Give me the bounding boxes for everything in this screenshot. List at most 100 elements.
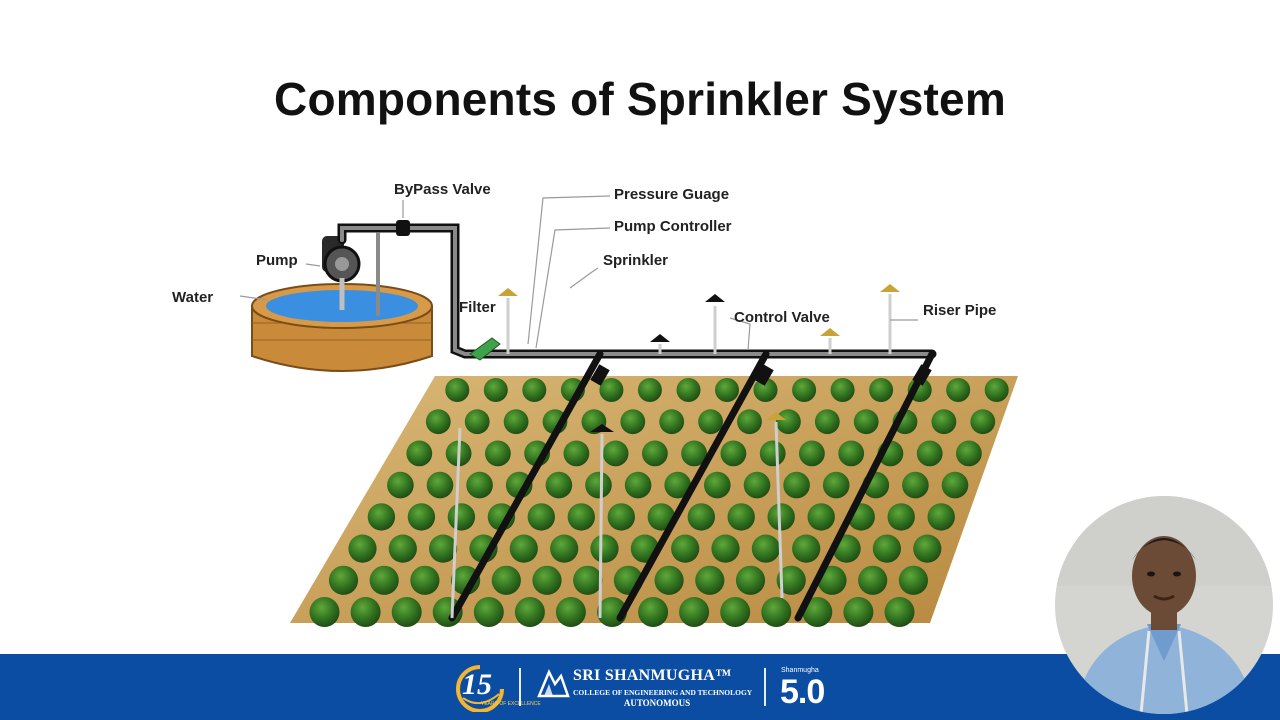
plant-bush: [350, 597, 381, 627]
plant-bush: [679, 597, 710, 627]
plant-bush: [573, 565, 603, 595]
pump: [322, 236, 361, 310]
plant-bush: [970, 409, 996, 435]
plant-bush: [984, 378, 1009, 402]
plant-bush: [792, 378, 817, 402]
plant-bush: [737, 409, 762, 435]
plant-bush: [814, 409, 840, 435]
plant-bush: [751, 534, 781, 563]
plant-bush: [637, 378, 662, 402]
plant-bush: [956, 440, 982, 467]
plant-bush: [387, 471, 414, 499]
plant-bush: [711, 534, 740, 563]
college-name: SRI SHANMUGHA™: [573, 667, 732, 684]
plant-bush: [887, 503, 915, 531]
sprinkler-label: Sprinkler: [603, 252, 668, 269]
plant-bush: [735, 565, 766, 595]
slide-title: Components of Sprinkler System: [274, 73, 1006, 125]
plant-bush: [473, 597, 504, 627]
shanmugha-label: Shanmugha: [781, 667, 819, 674]
riser-pipes: [450, 294, 892, 619]
water-label: Water: [172, 289, 213, 306]
plant-bush: [761, 597, 792, 627]
plant-bush: [485, 440, 511, 467]
sprinkler-diagram-svg: ByPass Valve Pressure Guage Pump Control…: [172, 181, 1018, 627]
plant-bush: [776, 565, 806, 595]
plant-bush: [664, 471, 691, 499]
sprinkler-icons: [498, 284, 900, 432]
plant-bush: [872, 534, 902, 563]
plant-bush: [607, 503, 635, 531]
label-pointers: [239, 195, 918, 351]
plant-bush: [927, 503, 955, 531]
control-valve-icons: [590, 364, 932, 386]
plant-bush: [624, 471, 652, 499]
field: [290, 376, 1018, 623]
plant-bush: [407, 503, 436, 531]
plant-bush: [671, 534, 700, 563]
plant-bush: [802, 597, 833, 627]
plant-bush: [687, 503, 715, 531]
footer-separator: [764, 668, 766, 706]
plant-bush: [367, 503, 396, 531]
plant-bush: [425, 409, 451, 435]
plant-bush: [550, 534, 579, 563]
plant-bush: [792, 534, 821, 563]
plant-bush: [681, 440, 707, 467]
pressure-gauge-label: Pressure Guage: [614, 186, 729, 203]
plant-bush: [483, 378, 508, 402]
college-subtitle: COLLEGE OF ENGINEERING AND TECHNOLOGY: [573, 688, 753, 697]
plant-bush: [869, 378, 894, 402]
plant-bush: [514, 597, 545, 627]
plant-bush: [858, 565, 888, 595]
pump-label: Pump: [256, 252, 298, 269]
plant-bush: [715, 378, 739, 402]
plant-bush: [676, 378, 701, 402]
plant-bush: [522, 378, 547, 402]
plant-bush: [309, 597, 340, 627]
plant-bush: [941, 471, 969, 499]
plant-bush: [426, 471, 454, 499]
plant-bush: [913, 534, 942, 563]
college-autonomous: AUTONOMOUS: [623, 698, 691, 708]
plant-bush: [590, 534, 619, 563]
plant-bush: [602, 440, 629, 467]
plant-bush: [369, 565, 399, 595]
plant-bush: [720, 440, 747, 467]
plant-bush: [599, 378, 624, 402]
plant-bush: [902, 471, 929, 499]
plant-bush: [429, 534, 458, 563]
plant-bush: [410, 565, 440, 595]
bypass-valve-icon: [396, 220, 410, 236]
plant-bush: [783, 471, 810, 499]
filter-icon: [469, 337, 501, 361]
footer-bar: [0, 654, 1280, 720]
plant-bush: [776, 409, 801, 435]
bypass-valve-label: ByPass Valve: [394, 181, 491, 198]
shanmugha-version: 5.0: [780, 673, 825, 711]
plant-bush: [753, 378, 778, 402]
plant-bush: [822, 471, 850, 499]
plant-bush: [946, 378, 971, 402]
plant-bush: [348, 534, 377, 563]
plant-bush: [843, 597, 874, 627]
plant-bush: [799, 440, 825, 467]
plant-bush: [743, 471, 771, 499]
plant-bush: [642, 440, 668, 467]
plant-bush: [830, 378, 855, 402]
plant-bush: [767, 503, 795, 531]
plant-bush: [445, 378, 470, 402]
plant-bush: [432, 597, 463, 627]
plant-bush: [567, 503, 595, 531]
anniversary-badge-number: 15: [462, 668, 492, 701]
pipe-network: [337, 223, 937, 622]
anniversary-badge-subtext: YEARS OF EXCELLENCE: [481, 701, 541, 707]
plant-bush: [807, 503, 835, 531]
plant-bush: [388, 534, 417, 563]
plant-bush: [853, 409, 879, 435]
plant-bush: [704, 471, 731, 499]
plant-bush: [659, 409, 685, 435]
plant-bush: [491, 565, 521, 595]
plant-bush: [838, 440, 865, 467]
plant-bush: [447, 503, 476, 531]
